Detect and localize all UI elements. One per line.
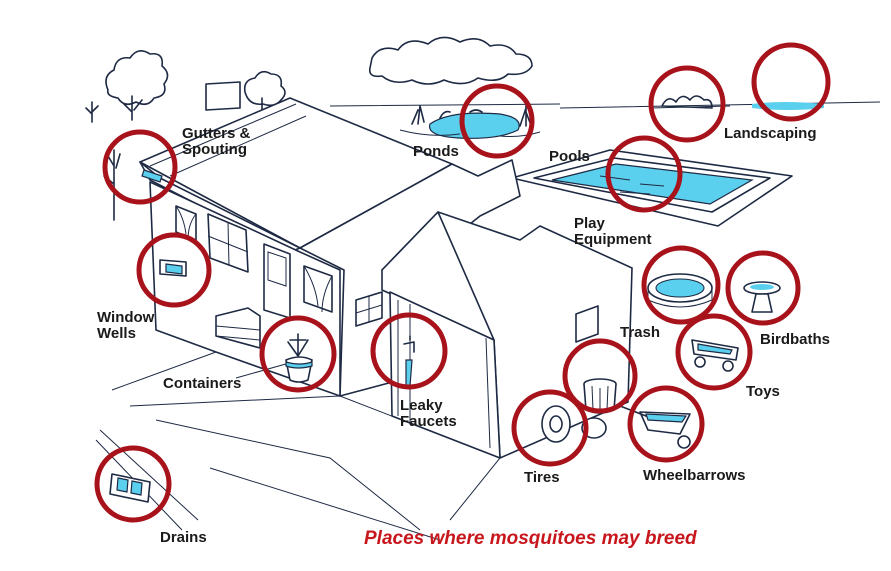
circle-play-equipment: [641, 245, 721, 325]
circle-gutters: [102, 129, 178, 205]
gutter-tree-item: [103, 149, 163, 221]
label-leaky-faucets: Leaky Faucets: [400, 397, 457, 430]
label-tires: Tires: [524, 469, 560, 486]
container-item: [285, 333, 313, 383]
play-pool-item: [647, 273, 713, 308]
circle-ponds: [459, 83, 535, 159]
window-well-item: [159, 259, 187, 277]
label-wheelbarrows: Wheelbarrows: [643, 467, 746, 484]
circle-pools: [605, 135, 683, 213]
house: [139, 81, 521, 397]
circle-wheelbarrows: [627, 385, 705, 463]
label-gutters: Gutters & Spouting: [182, 125, 251, 158]
caption: Places where mosquitoes may breed: [364, 528, 697, 549]
circle-leaky-faucets: [370, 312, 448, 390]
circle-landscaping: [648, 65, 726, 143]
circle-trash: [562, 338, 638, 414]
label-trash: Trash: [620, 324, 661, 341]
landscaping-scene: [649, 95, 824, 110]
circle-containers: [259, 315, 337, 393]
toy-wagon-item: [691, 339, 739, 372]
circle-birdbaths: [725, 250, 801, 326]
label-window-wells: Window Wells: [97, 309, 155, 342]
circle-landscaping-2: [751, 42, 831, 122]
circle-toys: [675, 313, 753, 391]
label-toys: Toys: [746, 383, 780, 400]
pool-scene: [511, 149, 793, 227]
trash-can-item: [583, 378, 617, 414]
label-ponds: Ponds: [413, 143, 459, 160]
circle-tires: [511, 389, 589, 467]
label-containers: Containers: [163, 375, 242, 392]
circle-window-wells: [136, 232, 212, 308]
horizon-line: [329, 101, 881, 109]
pond-scene: [399, 103, 541, 139]
drain-item: [109, 473, 151, 503]
highlight-circles: [94, 42, 831, 523]
birdbath-item: [743, 281, 781, 313]
label-drains: Drains: [160, 529, 207, 546]
tires-item: [541, 405, 607, 443]
label-play-equipment: Play Equipment: [574, 215, 652, 248]
background-trees: [85, 50, 286, 123]
label-birdbaths: Birdbaths: [760, 331, 831, 348]
wheelbarrow-item: [619, 405, 691, 449]
cloud: [368, 36, 533, 85]
circle-drains: [94, 445, 172, 523]
label-landscaping: Landscaping: [724, 125, 817, 142]
label-pools: Pools: [549, 148, 590, 165]
